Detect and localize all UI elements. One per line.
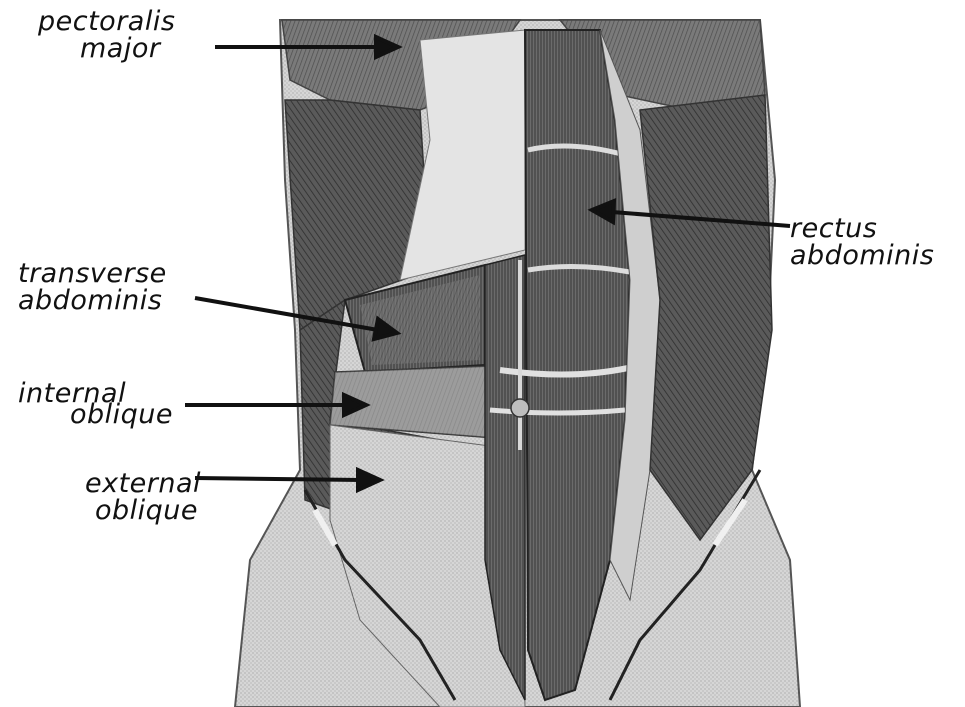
label-external-oblique: external oblique bbox=[85, 470, 201, 524]
label-line: pectoralis bbox=[38, 8, 175, 35]
label-line: oblique bbox=[95, 497, 201, 524]
label-internal-oblique: internal oblique bbox=[18, 380, 173, 428]
label-line: transverse bbox=[18, 260, 167, 287]
label-line: major bbox=[80, 35, 175, 62]
label-transverse-abdominis: transverse abdominis bbox=[18, 260, 167, 314]
label-rectus-abdominis: rectus abdominis bbox=[790, 215, 934, 269]
label-line: abdominis bbox=[18, 287, 167, 314]
label-line: rectus bbox=[790, 215, 934, 242]
label-line: abdominis bbox=[790, 242, 934, 269]
label-line: external bbox=[85, 470, 201, 497]
label-line: oblique bbox=[70, 401, 173, 428]
umbilicus bbox=[511, 399, 529, 417]
label-pectoralis-major: pectoralis major bbox=[38, 8, 175, 62]
